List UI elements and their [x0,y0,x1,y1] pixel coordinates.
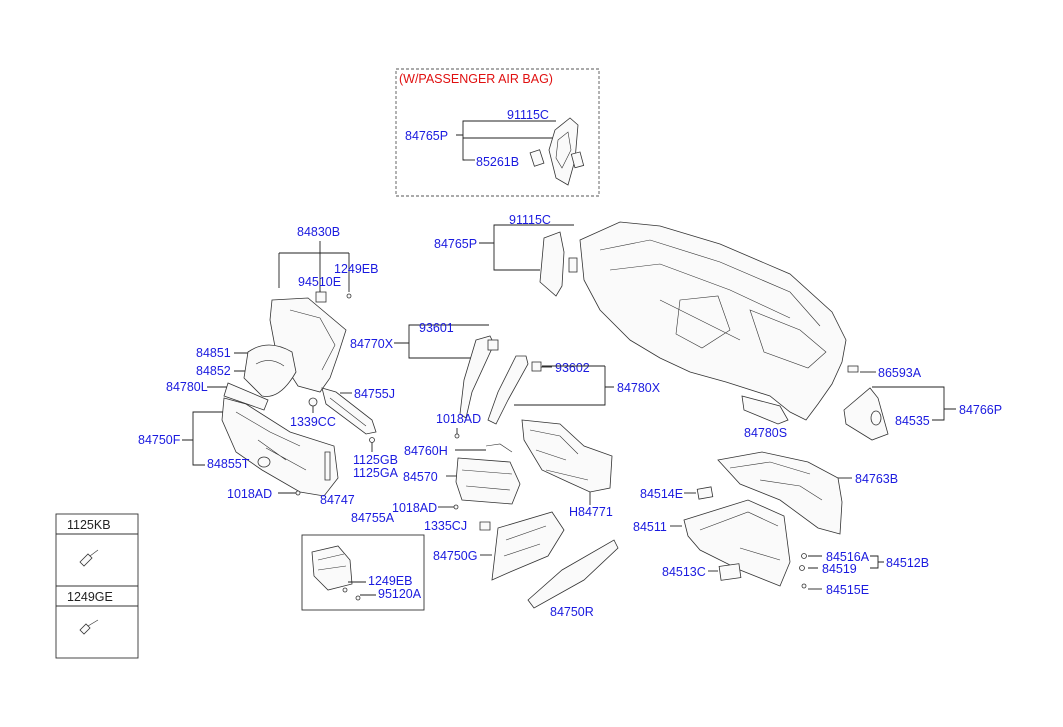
trim-84780X [487,355,529,425]
part-84765P[interactable]: 84765P [434,237,477,251]
part-91115C[interactable]: 91115C [509,213,551,227]
variant-note: (W/PASSENGER AIR BAG) [399,72,553,86]
part-94510E[interactable]: 94510E [298,275,341,289]
lower-panel-84750F [221,397,339,497]
part-84570[interactable]: 84570 [403,470,438,484]
crash-pad-84710 [579,221,847,421]
bracket-84747 [324,451,331,481]
part-H84771[interactable]: H84771 [569,505,613,519]
part-84512B[interactable]: 84512B [886,556,929,570]
part-84750F[interactable]: 84750F [138,433,181,447]
part-84780L[interactable]: 84780L [166,380,208,394]
part-86593A[interactable]: 86593A [878,366,922,380]
callout-84766P [872,386,956,421]
part-1018AD-a[interactable]: 1018AD [227,487,272,501]
airbag-box [301,534,425,611]
callout-84770X [394,324,489,359]
clip-1339CC [308,397,318,407]
center-stack-group: 84770X 93601 93602 84780X 1018AD 84760H … [350,321,661,619]
part-84519[interactable]: 84519 [822,562,857,576]
part-84515E[interactable]: 84515E [826,583,869,597]
part-93602[interactable]: 93602 [555,361,590,375]
panel-84750G [491,511,565,581]
column-shroud [243,344,297,397]
part-84765P-top[interactable]: 84765P [405,129,448,143]
passenger-airbag-variant: (W/PASSENGER AIR BAG) 84765P 91115C 8526… [395,68,600,197]
variant-dashed-box [395,68,600,197]
part-1018AD-b[interactable]: 1018AD [436,412,481,426]
part-1018AD-c[interactable]: 1018AD [392,501,437,515]
part-84514E[interactable]: 84514E [640,487,683,501]
fastener-legend: 1125KB 1249GE [55,513,139,659]
part-93601[interactable]: 93601 [419,321,454,335]
callout-84780X [514,365,614,406]
housing-84763B [717,451,843,535]
callout-84765P [479,224,574,271]
airbag-trim-part [529,117,585,186]
glove-box-84511 [683,499,791,587]
trim-84780L [223,382,269,411]
knee-airbag-group: 84755A 1249EB 95120A [301,511,425,611]
part-1249EB-b[interactable]: 1249EB [368,574,412,588]
part-84511[interactable]: 84511 [633,520,667,534]
tray-84570 [455,457,521,505]
legend-code-1125KB: 1125KB [67,518,111,532]
bolt-icon-1125KB [79,549,99,567]
part-84516A[interactable]: 84516A [826,550,870,564]
frame-H84771 [521,419,613,493]
legend-code-1249GE: 1249GE [67,590,113,604]
bolt-icon-1249GE [79,619,99,635]
callout-84512B [808,555,884,569]
part-84535[interactable]: 84535 [895,414,930,428]
part-84513C[interactable]: 84513C [662,565,706,579]
ring-84855T [257,456,271,468]
part-84770X[interactable]: 84770X [350,337,394,351]
part-95120A[interactable]: 95120A [378,587,422,601]
part-1125GA[interactable]: 1125GA [353,466,399,480]
part-84851[interactable]: 84851 [196,346,231,360]
part-84766P[interactable]: 84766P [959,403,1002,417]
part-84855T[interactable]: 84855T [207,457,250,471]
callout-84765P-top [456,120,556,161]
glove-box-group: 84763B 84514E 84511 84516A 84512B 84519 … [633,451,929,597]
part-84750R[interactable]: 84750R [550,605,594,619]
part-84780X[interactable]: 84780X [617,381,661,395]
part-84755A[interactable]: 84755A [351,511,395,525]
trim-84766P [843,387,889,441]
clip-93601 [487,339,499,351]
panel-84750R [527,539,619,609]
part-1335CJ[interactable]: 1335CJ [424,519,467,533]
part-91115C-top[interactable]: 91115C [507,108,549,122]
part-1249EB-a[interactable]: 1249EB [334,262,378,276]
part-1125GB[interactable]: 1125GB [353,453,398,467]
callout-84830B [278,241,350,300]
part-84780S[interactable]: 84780S [744,426,787,440]
callout-84750F [182,411,224,466]
switch-94510E [315,291,327,303]
part-84830B[interactable]: 84830B [297,225,340,239]
trim-84765P [539,231,565,297]
part-1339CC[interactable]: 1339CC [290,415,336,429]
trim-84770X [459,335,495,419]
part-85261B[interactable]: 85261B [476,155,519,169]
harness-84760H [485,443,513,453]
bracket-84755J [321,387,377,435]
left-lower-panel-group: 84830B 1249EB 94510E 84851 84852 84780L … [138,225,399,507]
part-84747[interactable]: 84747 [320,493,355,507]
trim-84780S [741,395,789,425]
part-84750G[interactable]: 84750G [433,549,477,563]
part-84755J[interactable]: 84755J [354,387,395,401]
main-crash-pad-group: 84765P 91115C 86593A 84780S 84766P 84535 [434,213,1002,441]
part-84852[interactable]: 84852 [196,364,231,378]
clip-93602 [531,361,542,372]
part-84763B[interactable]: 84763B [855,472,898,486]
part-84760H[interactable]: 84760H [404,444,448,458]
